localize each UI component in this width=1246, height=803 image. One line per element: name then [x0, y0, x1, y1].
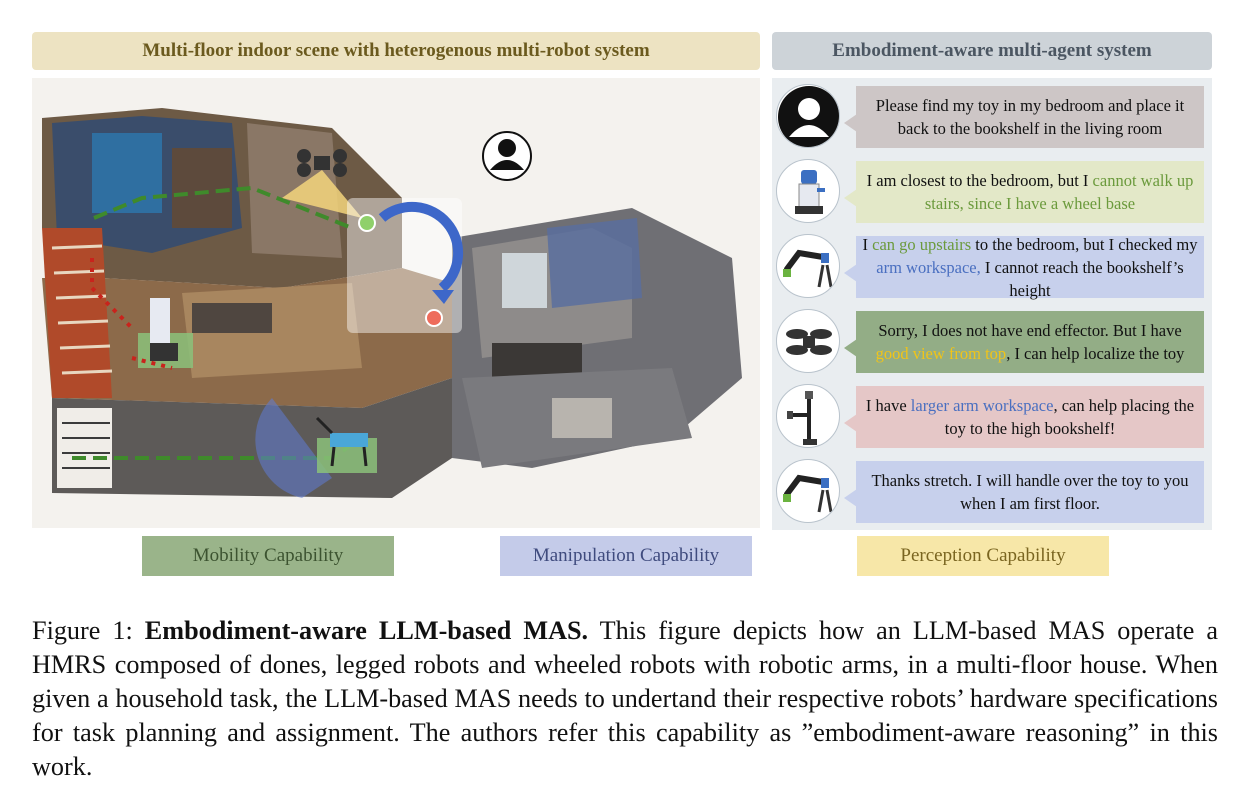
message-text: I have [865, 396, 911, 415]
mas-title: Embodiment-aware multi-agent system [772, 32, 1212, 70]
scene-title: Multi-floor indoor scene with heterogeno… [32, 32, 760, 70]
wheeled-robot-icon [776, 159, 840, 223]
message-text: I [862, 234, 873, 254]
bubble-tail [844, 489, 857, 507]
message-text: Please find my toy in my bedroom and pla… [875, 96, 1185, 138]
chat-message: Thanks stretch. I will handle over the t… [772, 455, 1212, 527]
bubble-tail [844, 264, 857, 282]
message-text: Thanks stretch. I will handle over the t… [871, 471, 1189, 513]
drone-icon [776, 309, 840, 373]
bubble-tail [844, 189, 857, 207]
message-text: to the bedroom, but I checked my [971, 234, 1198, 254]
message-text: cannot walk up stairs, since I have a wh… [924, 171, 1194, 213]
message-text: arm workspace, [876, 257, 981, 277]
chat-bubble: Thanks stretch. I will handle over the t… [856, 461, 1204, 523]
bubble-tail [844, 414, 857, 432]
house-cutaway-drawing [42, 108, 742, 498]
chat-message: Please find my toy in my bedroom and pla… [772, 80, 1212, 152]
chat-bubble: I am closest to the bedroom, but I canno… [856, 161, 1204, 223]
chat-message: I can go upstairs to the bedroom, but I … [772, 230, 1212, 302]
chat-bubble: Please find my toy in my bedroom and pla… [856, 86, 1204, 148]
caption-title: Embodiment-aware LLM-based MAS. [144, 616, 589, 645]
chat-message: I am closest to the bedroom, but I canno… [772, 155, 1212, 227]
chat-bubble: I can go upstairs to the bedroom, but I … [856, 234, 1204, 300]
message-text: I cannot reach the bookshelf’s height [980, 257, 1184, 300]
message-text: can go upstairs [872, 234, 972, 254]
house-scene-illustration [32, 78, 760, 528]
mobility-capability-label: Mobility Capability [142, 536, 394, 576]
bubble-tail [844, 339, 857, 357]
robot-arm-icon [776, 459, 840, 523]
caption-body: This figure depicts how an LLM-based MAS… [32, 616, 1218, 781]
chat-bubble: I have larger arm workspace, can help pl… [856, 386, 1204, 448]
message-text: larger arm workspace [910, 396, 1054, 415]
chat-message: I have larger arm workspace, can help pl… [772, 380, 1212, 452]
manipulation-capability-label: Manipulation Capability [500, 536, 752, 576]
message-text: I am closest to the bedroom, but I [866, 171, 1093, 190]
robot-arm-icon [776, 234, 840, 298]
figure-caption: Figure 1: Embodiment-aware LLM-based MAS… [32, 614, 1218, 784]
chat-message: Sorry, I does not have end effector. But… [772, 305, 1212, 377]
human-icon [776, 84, 840, 148]
message-text: , can help placing the toy to the high b… [944, 396, 1195, 438]
bubble-tail [844, 114, 857, 132]
message-text: good view from top [875, 344, 1007, 363]
message-text: Sorry, I does not have end effector. But… [878, 321, 1182, 340]
chat-bubble: Sorry, I does not have end effector. But… [856, 311, 1204, 373]
stretch-robot-icon [776, 384, 840, 448]
message-text: , I can help localize the toy [1006, 344, 1185, 363]
perception-capability-label: Perception Capability [857, 536, 1109, 576]
chat-panel: Please find my toy in my bedroom and pla… [772, 78, 1212, 530]
caption-prefix: Figure 1: [32, 616, 145, 645]
